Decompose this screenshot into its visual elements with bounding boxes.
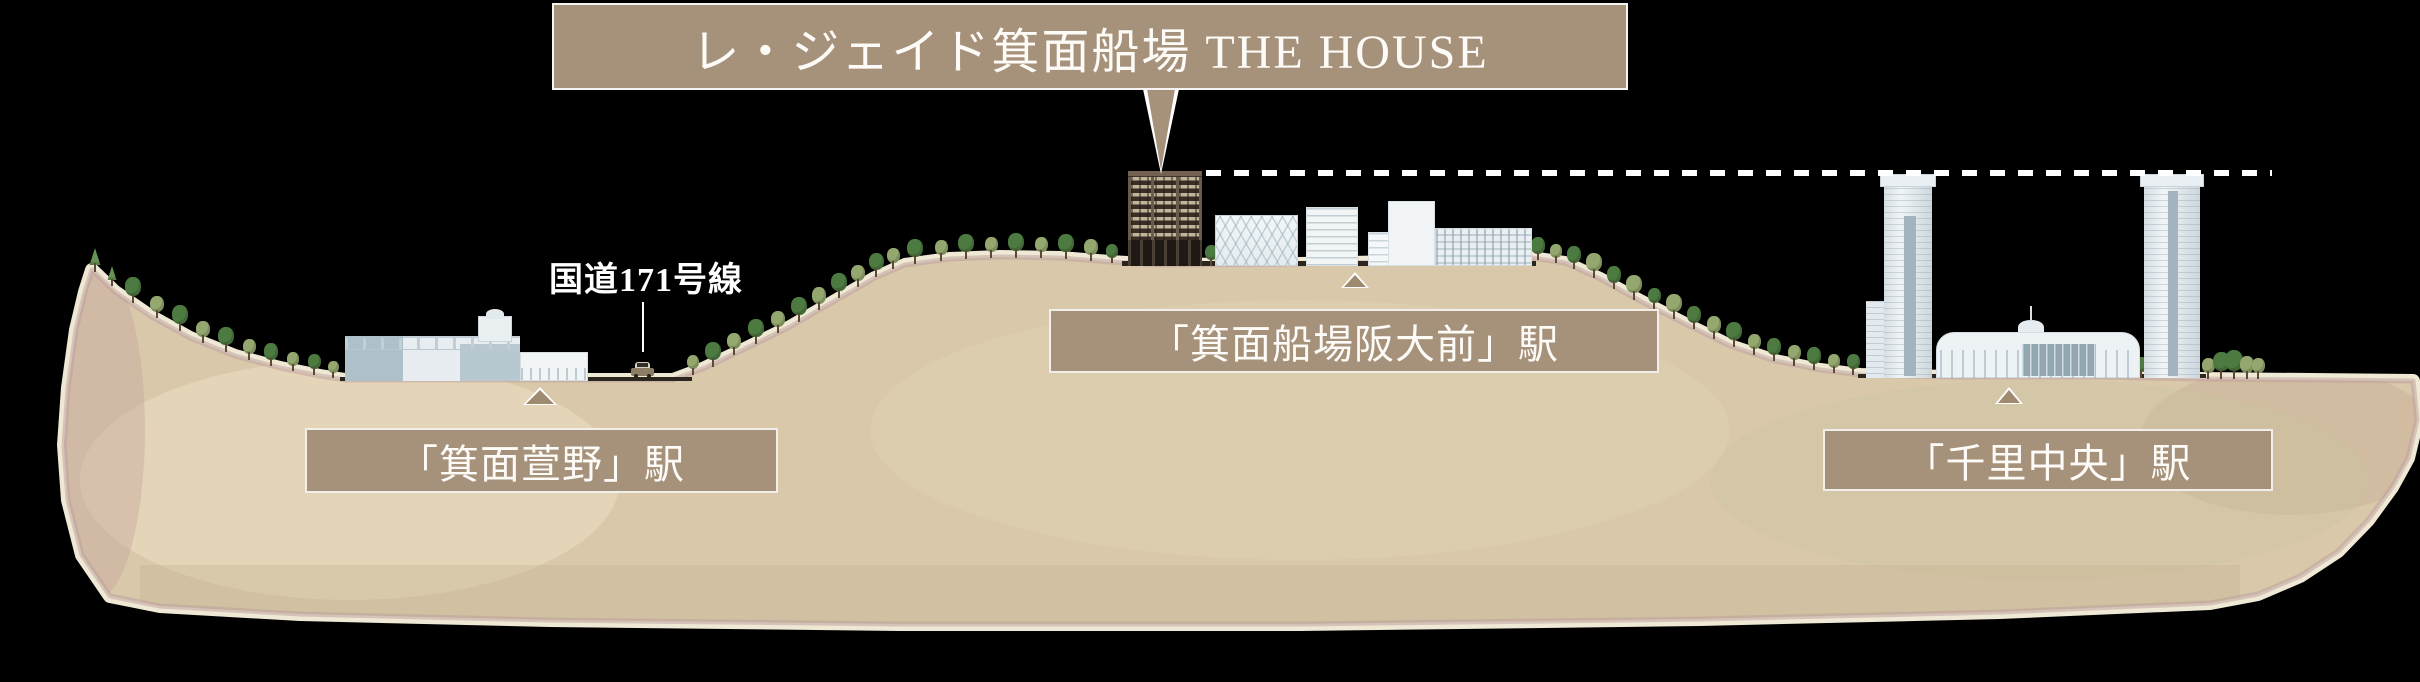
tree-icon	[1666, 294, 1682, 319]
tree-icon	[1687, 306, 1701, 329]
tree-icon	[907, 239, 923, 264]
senri-station-complex	[1936, 306, 2140, 378]
mall-annex	[520, 352, 588, 381]
tree-icon	[886, 248, 900, 269]
mall-tower	[478, 316, 512, 342]
tree-icon	[1747, 334, 1761, 355]
tree-icon	[2251, 358, 2265, 379]
tree-icon	[868, 253, 884, 277]
mall-panel	[460, 344, 520, 381]
tree-icon	[125, 277, 141, 303]
tree-icon	[107, 266, 117, 286]
tree-icon	[831, 273, 847, 298]
tree-icon	[771, 311, 785, 333]
tree-icon	[307, 354, 321, 375]
glass-building-illustration	[1215, 215, 1298, 266]
tree-icon	[1787, 345, 1801, 366]
tree-icon	[1586, 253, 1602, 278]
tree-icon	[1034, 237, 1048, 258]
tree-icon	[89, 248, 101, 272]
kayano-mall-illustration	[345, 309, 588, 381]
tree-icon	[1767, 338, 1781, 361]
tree-icon	[1626, 275, 1642, 300]
tree-icon	[1204, 245, 1218, 266]
tree-icon	[1807, 347, 1821, 370]
mall-awning-row	[345, 338, 520, 350]
tree-icon	[1707, 316, 1721, 339]
tree-icon	[1647, 288, 1661, 309]
tree-icon	[791, 297, 807, 322]
tree-icon	[934, 240, 948, 261]
tree-icon	[2201, 358, 2215, 379]
tree-icon	[2225, 350, 2243, 379]
route-car-illustration	[631, 361, 654, 378]
tree-icon	[242, 339, 256, 360]
mall-dome	[486, 309, 504, 319]
tree-icon	[264, 343, 278, 366]
campus-buildings-illustration	[1368, 201, 1532, 266]
senri-tower-right	[2144, 176, 2200, 378]
tree-icon	[1008, 233, 1024, 258]
property-name-banner: レ・ジェイド箕面船場 THE HOUSE	[552, 3, 1628, 90]
senri-annex-tower	[1866, 301, 1888, 378]
tree-icon	[1567, 246, 1581, 269]
tree-icon	[687, 355, 699, 375]
midrise-building-illustration	[1306, 207, 1358, 266]
property-building-illustration	[1128, 171, 1202, 266]
tree-icon	[812, 287, 826, 310]
station-label-senri-chuo: 「千里中央」駅	[1823, 429, 2273, 491]
route-171-label: 国道171号線	[549, 262, 743, 299]
tree-icon	[1828, 354, 1840, 373]
elevation-dashed-line	[1206, 170, 2272, 176]
tree-icon	[1531, 237, 1545, 260]
tree-icon	[1058, 234, 1074, 259]
tree-icon	[1846, 354, 1860, 375]
tree-icon	[984, 237, 998, 258]
tree-icon	[958, 234, 974, 259]
tree-icon	[1084, 239, 1098, 261]
station-label-handai-mae: 「箕面船場阪大前」駅	[1049, 309, 1659, 373]
route-171-pointer-line	[642, 302, 644, 352]
tree-icon	[172, 305, 188, 331]
senri-tower-left	[1884, 176, 1932, 378]
tree-icon	[2240, 356, 2254, 379]
tree-icon	[218, 327, 234, 352]
tree-icon	[851, 265, 865, 287]
tree-icon	[1607, 266, 1621, 289]
tree-icon	[705, 342, 721, 367]
tree-icon	[1106, 244, 1118, 263]
tree-icon	[1550, 244, 1562, 263]
tree-icon	[748, 319, 764, 344]
tree-icon	[287, 352, 299, 371]
tree-icon	[196, 321, 210, 343]
tree-icon	[727, 333, 741, 355]
tree-icon	[150, 296, 164, 318]
tree-icon	[327, 361, 339, 378]
tree-icon	[1726, 322, 1742, 347]
station-label-kayano: 「箕面萱野」駅	[305, 428, 778, 493]
